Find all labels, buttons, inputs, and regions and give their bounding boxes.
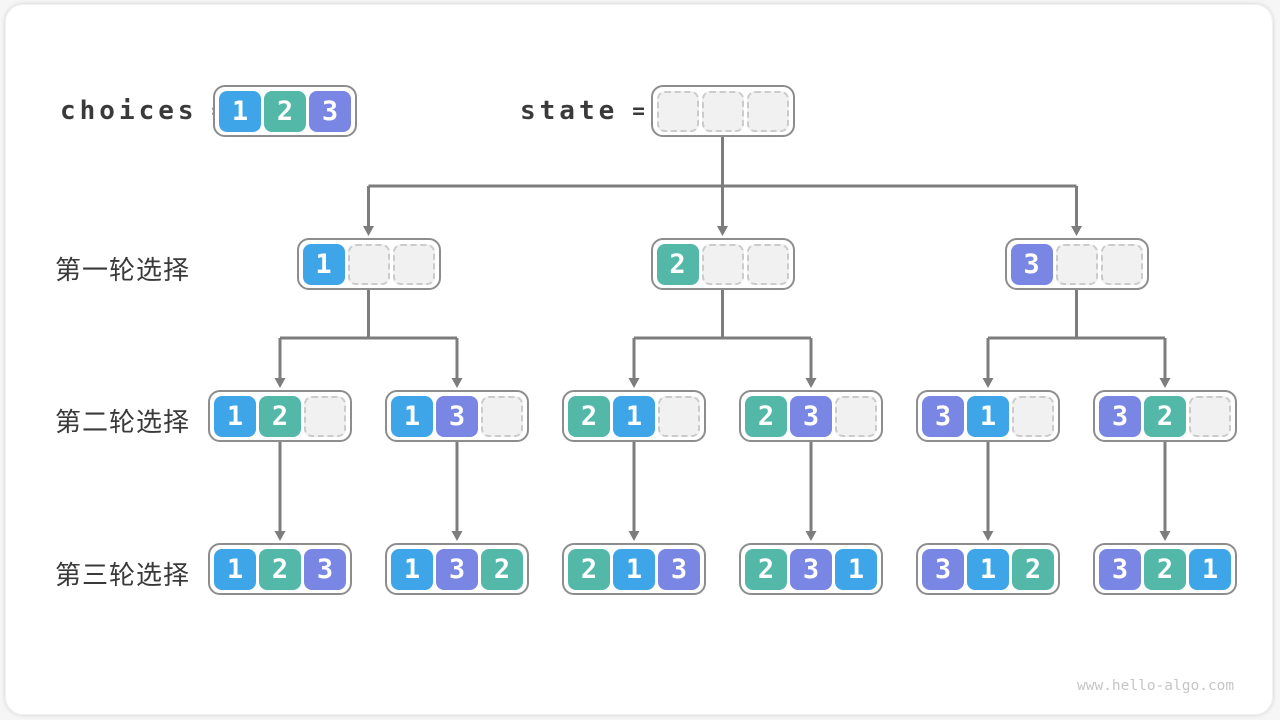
state-legend: state = <box>520 85 645 137</box>
array-cell-empty <box>656 90 699 132</box>
array-cell-1: 1 <box>613 395 655 437</box>
state-box-round1-1: 1 <box>296 238 441 290</box>
array-cell-empty <box>1100 243 1143 285</box>
arrowhead <box>982 531 994 541</box>
array-cell-2: 2 <box>259 548 301 590</box>
arrowhead <box>1071 226 1082 236</box>
array-cell-2: 2 <box>1144 548 1186 590</box>
round-2-label: 第二轮选择 <box>55 407 191 437</box>
array-cell-3: 3 <box>1099 395 1141 437</box>
array-cell-2: 2 <box>656 243 699 285</box>
array-cell-2: 2 <box>481 548 523 590</box>
state-label: state <box>520 96 619 126</box>
array-cell-2: 2 <box>745 395 787 437</box>
array-cell-empty <box>347 243 390 285</box>
array-cell-empty <box>481 395 523 437</box>
state-box-round1-2: 2 <box>650 238 795 290</box>
array-cell-empty <box>658 395 700 437</box>
array-cell-2: 2 <box>264 90 306 132</box>
array-cell-empty <box>1012 395 1054 437</box>
array-cell-1: 1 <box>613 548 655 590</box>
arrowhead <box>717 226 728 236</box>
array-cell-3: 3 <box>790 548 832 590</box>
array-cell-empty <box>835 395 877 437</box>
round-1-label: 第一轮选择 <box>55 255 191 285</box>
state-equals-sign: = <box>632 99 645 123</box>
array-cell-3: 3 <box>790 395 832 437</box>
arrowhead <box>628 378 640 388</box>
array-cell-3: 3 <box>922 548 964 590</box>
array-cell-3: 3 <box>309 90 351 132</box>
array-cell-3: 3 <box>658 548 700 590</box>
array-cell-3: 3 <box>922 395 964 437</box>
array-cell-empty <box>1189 395 1231 437</box>
array-cell-3: 3 <box>436 395 478 437</box>
array-cell-2: 2 <box>568 395 610 437</box>
array-cell-2: 2 <box>568 548 610 590</box>
array-cell-1: 1 <box>1189 548 1231 590</box>
array-cell-2: 2 <box>1144 395 1186 437</box>
array-cell-1: 1 <box>214 548 256 590</box>
arrowhead <box>274 378 286 388</box>
array-cell-1: 1 <box>214 395 256 437</box>
arrowhead <box>451 378 463 388</box>
array-cell-empty <box>1055 243 1098 285</box>
array-cell-1: 1 <box>967 548 1009 590</box>
array-cell-1: 1 <box>391 395 433 437</box>
arrowhead <box>274 531 286 541</box>
arrowhead <box>982 378 994 388</box>
state-box-round1-3: 3 <box>1004 238 1149 290</box>
array-cell-3: 3 <box>1010 243 1053 285</box>
array-cell-1: 1 <box>967 395 1009 437</box>
array-cell-1: 1 <box>835 548 877 590</box>
array-cell-empty <box>392 243 435 285</box>
choices-legend: choices = <box>60 85 224 137</box>
array-cell-2: 2 <box>259 395 301 437</box>
array-cell-3: 3 <box>304 548 346 590</box>
array-cell-3: 3 <box>1099 548 1141 590</box>
array-cell-1: 1 <box>391 548 433 590</box>
array-cell-1: 1 <box>302 243 345 285</box>
round-3-label: 第三轮选择 <box>55 560 191 590</box>
array-cell-2: 2 <box>745 548 787 590</box>
arrowhead <box>628 531 640 541</box>
state-array-box <box>650 85 795 137</box>
array-cell-empty <box>746 90 789 132</box>
choices-label: choices <box>60 96 198 126</box>
arrowhead <box>805 531 817 541</box>
arrowhead <box>1159 531 1171 541</box>
array-cell-1: 1 <box>219 90 261 132</box>
array-cell-3: 3 <box>436 548 478 590</box>
arrowhead <box>1159 378 1171 388</box>
array-cell-empty <box>701 243 744 285</box>
arrowhead <box>805 378 817 388</box>
array-cell-2: 2 <box>1012 548 1054 590</box>
arrowhead <box>451 531 463 541</box>
array-cell-empty <box>701 90 744 132</box>
array-cell-empty <box>746 243 789 285</box>
array-cell-empty <box>304 395 346 437</box>
watermark: www.hello-algo.com <box>1077 678 1235 694</box>
arrowhead <box>363 226 374 236</box>
